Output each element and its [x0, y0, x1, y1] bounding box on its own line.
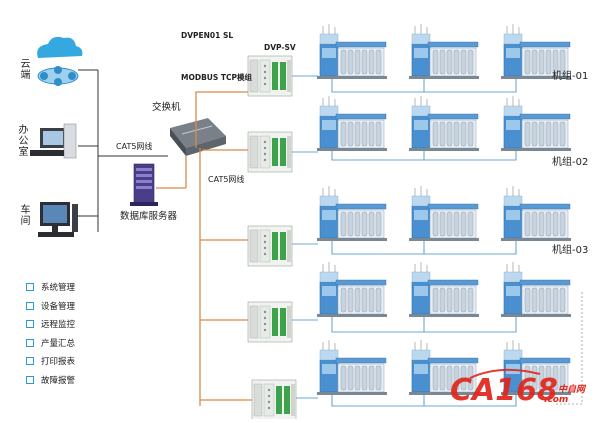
plc-units	[247, 55, 297, 421]
fieldbus-links	[292, 75, 517, 407]
checkbox-icon	[26, 338, 34, 347]
legend-item: 远程监控	[26, 315, 75, 334]
group-label-03: 机组-03	[552, 245, 589, 256]
gateway-label-2: MODBUS TCP模组	[181, 73, 253, 82]
machines-row-1	[316, 23, 572, 80]
group-label-02: 机组-02	[552, 157, 589, 168]
cable-label-right: CAT5网线	[208, 175, 245, 184]
legend-item: 打印报表	[26, 352, 75, 371]
watermark-sub1: 中自网	[558, 385, 586, 395]
database-server-label: 数据库服务器	[120, 211, 178, 222]
legend-item: 故障报警	[26, 371, 75, 390]
cloud-label: 云端	[18, 58, 29, 80]
legend-item: 系统管理	[26, 278, 75, 297]
machines-row-4	[316, 261, 572, 318]
machines-row-2	[316, 95, 572, 152]
cloud-icon	[37, 36, 83, 86]
right-dashed-boundary	[556, 292, 583, 405]
legend-item: 产量汇总	[26, 334, 75, 353]
checkbox-icon	[26, 375, 34, 384]
ca168-logo: CA168	[450, 368, 558, 408]
feature-legend: 系统管理 设备管理 远程监控 产量汇总 打印报表 故障报警	[26, 278, 75, 389]
legend-item: 设备管理	[26, 297, 75, 316]
checkbox-icon	[26, 357, 34, 366]
cable-label-left: CAT5网线	[116, 142, 153, 151]
switch-label: 交换机	[152, 102, 181, 113]
database-server-icon	[130, 163, 158, 206]
plc-model-label: DVP-SV	[264, 43, 296, 52]
checkbox-icon	[26, 320, 34, 329]
legend-label: 故障报警	[41, 375, 76, 386]
switch-to-plc-links	[195, 91, 252, 406]
office-label: 办公室	[16, 124, 27, 157]
switch-icon	[170, 118, 226, 156]
legend-label: 打印报表	[41, 357, 76, 368]
office-computer-icon	[30, 123, 77, 159]
switch-to-server-link	[156, 156, 187, 189]
group-label-01: 机组-01	[552, 71, 589, 82]
workshop-computer-icon	[38, 202, 78, 237]
workshop-label: 车间	[18, 204, 29, 226]
legend-label: 产量汇总	[41, 338, 76, 349]
watermark-sub2: .com	[544, 395, 569, 405]
machines-row-3	[316, 185, 572, 242]
checkbox-icon	[26, 301, 34, 310]
gateway-label-1: DVPEN01 SL	[181, 31, 234, 40]
client-bus	[78, 69, 168, 232]
checkbox-icon	[26, 283, 34, 292]
legend-label: 远程监控	[41, 320, 76, 331]
legend-label: 系统管理	[41, 283, 76, 294]
legend-label: 设备管理	[41, 301, 76, 312]
svg-text:CA168: CA168	[450, 373, 558, 408]
